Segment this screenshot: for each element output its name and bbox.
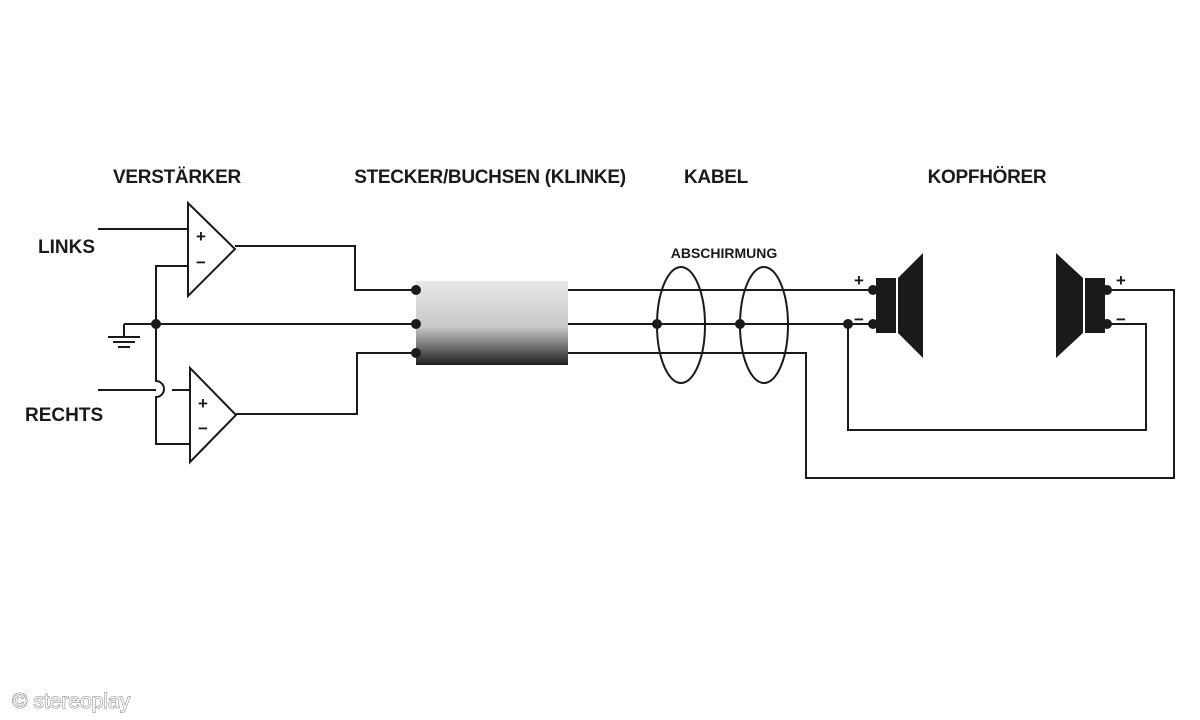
junction-dot xyxy=(1102,319,1112,329)
opamp-left-minus: − xyxy=(196,253,206,272)
junction-dot xyxy=(868,285,878,295)
section-title-cable: KABEL xyxy=(684,167,749,188)
opamp-right-plus: + xyxy=(198,394,208,413)
junction-dot xyxy=(151,319,161,329)
watermark: © stereoplay xyxy=(12,690,131,713)
junction-dot xyxy=(411,348,421,358)
plug-jack-body xyxy=(416,281,568,365)
amplifier-wiring xyxy=(98,228,416,445)
junction-dot xyxy=(1102,285,1112,295)
ground-icon xyxy=(108,324,140,348)
shielding-label: ABSCHIRMUNG xyxy=(671,245,778,261)
junction-dot xyxy=(652,319,662,329)
input-label-left: LINKS xyxy=(38,237,95,258)
speaker-left-minus: − xyxy=(854,310,864,329)
speaker-right-icon: + − xyxy=(1056,253,1126,358)
junction-dot xyxy=(411,285,421,295)
section-title-amplifier: VERSTÄRKER xyxy=(113,167,241,188)
speaker-right-plus: + xyxy=(1116,271,1126,290)
section-title-connectors: STECKER/BUCHSEN (KLINKE) xyxy=(354,167,625,188)
junction-dot xyxy=(411,319,421,329)
opamp-left: + − xyxy=(187,200,237,299)
opamp-right-minus: − xyxy=(198,419,208,438)
input-label-right: RECHTS xyxy=(25,405,103,426)
speaker-right-minus: − xyxy=(1116,310,1126,329)
cable-wires xyxy=(568,289,1175,479)
junction-dot xyxy=(735,319,745,329)
section-title-headphones: KOPFHÖRER xyxy=(928,167,1047,188)
junction-dot xyxy=(843,319,853,329)
junction-dots xyxy=(151,285,1112,358)
speaker-left-plus: + xyxy=(854,271,864,290)
speaker-left-icon: + − xyxy=(854,253,923,358)
opamp-left-plus: + xyxy=(196,227,206,246)
junction-dot xyxy=(868,319,878,329)
opamp-right: + − xyxy=(189,365,238,465)
